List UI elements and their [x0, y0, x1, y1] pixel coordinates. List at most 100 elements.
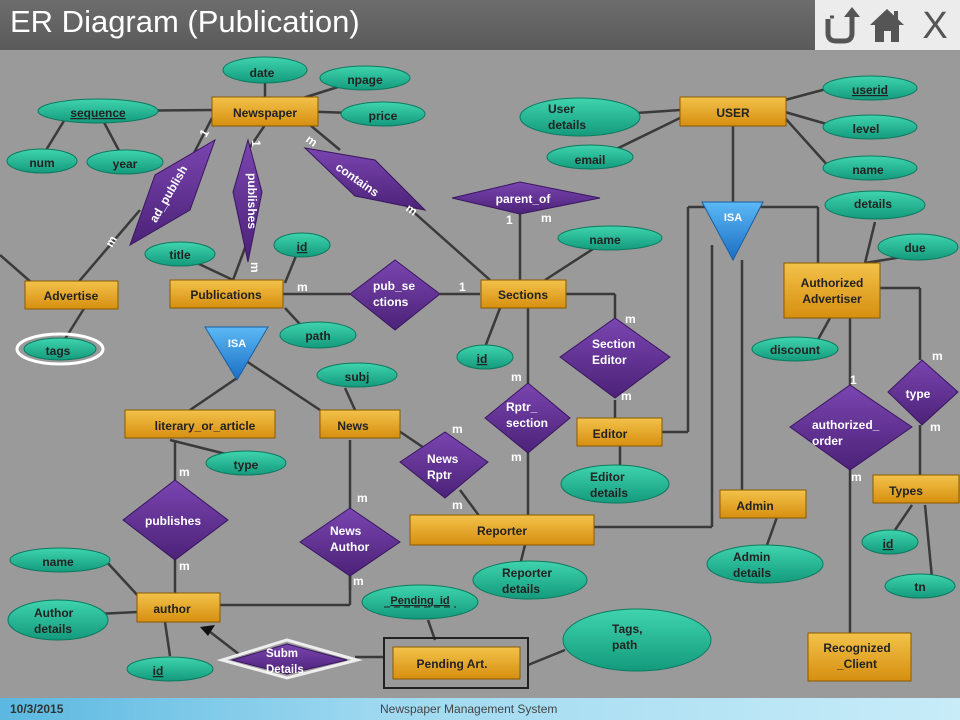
entity-newspaper[interactable]: Newspaper [211, 96, 319, 127]
attr-tags-path[interactable]: Tags,path [562, 608, 712, 672]
svg-text:ISA: ISA [228, 338, 246, 350]
attr-year[interactable]: year [86, 149, 164, 175]
attr-due[interactable]: due [877, 233, 959, 261]
svg-text:userid: userid [852, 83, 888, 97]
footer-caption: Newspaper Management System [380, 702, 558, 716]
entity-pending-art[interactable]: Pending Art. [392, 646, 521, 680]
rel-type[interactable]: type [887, 359, 959, 426]
entity-user[interactable]: USER [679, 96, 787, 127]
close-icon[interactable]: X [915, 5, 955, 47]
svg-text:id: id [477, 352, 488, 366]
attr-section-id-key[interactable]: id [456, 344, 514, 370]
svg-text:npage: npage [347, 73, 383, 87]
u-turn-back-icon[interactable] [820, 5, 860, 45]
svg-text:id: id [297, 240, 308, 254]
isa-user[interactable]: ISA [701, 201, 764, 262]
entity-author[interactable]: author [136, 592, 221, 623]
entity-publications[interactable]: Publications [169, 279, 284, 309]
attr-discount[interactable]: discount [751, 336, 839, 362]
entity-editor[interactable]: Editor [576, 417, 663, 447]
svg-text:1: 1 [249, 140, 263, 147]
svg-text:m: m [625, 312, 636, 326]
isa-publications[interactable]: ISA [204, 326, 269, 381]
svg-text:Pending Art.: Pending Art. [417, 657, 488, 671]
svg-text:USER: USER [716, 106, 750, 120]
attr-pending-id-key[interactable]: Pending_id [361, 584, 479, 620]
attr-tn[interactable]: tn [884, 573, 956, 599]
svg-text:m: m [511, 370, 522, 384]
svg-text:details: details [854, 197, 892, 211]
rel-publishes-lower[interactable]: publishes [122, 479, 229, 561]
svg-text:m: m [930, 420, 941, 434]
svg-text:m: m [541, 211, 552, 225]
svg-text:author: author [153, 602, 191, 616]
rel-parent-of[interactable]: parent_of [451, 181, 601, 215]
svg-text:m: m [621, 389, 632, 403]
entity-advertise[interactable]: Advertise [24, 280, 119, 310]
attr-date[interactable]: date [222, 56, 308, 84]
attr-type[interactable]: type [205, 450, 287, 476]
attr-title[interactable]: title [144, 241, 216, 267]
attr-num[interactable]: num [6, 148, 78, 174]
attr-npage[interactable]: npage [319, 65, 411, 91]
attr-path[interactable]: path [279, 321, 357, 349]
rel-contains[interactable]: contains [303, 147, 427, 211]
svg-text:id: id [883, 537, 894, 551]
attr-section-name[interactable]: name [557, 225, 663, 251]
attr-author-id-key[interactable]: id [126, 656, 214, 682]
svg-text:sequence: sequence [70, 106, 126, 120]
footer-bar: 10/3/2015 Newspaper Management System [0, 698, 960, 720]
attr-user-name[interactable]: name [822, 155, 918, 181]
svg-text:Editor: Editor [593, 427, 628, 441]
entity-sections[interactable]: Sections [480, 279, 567, 309]
home-icon[interactable] [867, 5, 907, 45]
pending-art-frame [383, 637, 529, 689]
attr-sequence-key[interactable]: sequence [37, 98, 159, 124]
svg-text:publishes: publishes [245, 173, 259, 229]
svg-text:type: type [234, 458, 259, 472]
attr-tags-multivalued[interactable]: tags [15, 332, 105, 366]
entity-reporter[interactable]: Reporter [409, 514, 595, 546]
svg-text:1: 1 [459, 280, 466, 294]
rel-rptr-section[interactable]: Rptr_section [484, 382, 571, 454]
entity-literary-or-article[interactable]: literary_or_article [124, 409, 276, 439]
attr-author-name[interactable]: name [9, 547, 111, 573]
attr-subj[interactable]: subj [316, 362, 398, 388]
entity-admin[interactable]: Admin [719, 489, 807, 519]
attr-price[interactable]: price [340, 101, 426, 127]
entity-news[interactable]: News [319, 409, 401, 439]
rel-authorized-order[interactable]: authorized_order [789, 384, 913, 471]
svg-text:1: 1 [506, 213, 513, 227]
attr-types-id-key[interactable]: id [861, 529, 919, 555]
attr-level[interactable]: level [822, 114, 918, 140]
svg-text:m: m [851, 470, 862, 484]
svg-text:Types: Types [889, 484, 923, 498]
nav-buttons: X [815, 0, 960, 50]
attr-userid-key[interactable]: userid [822, 75, 918, 101]
svg-text:1: 1 [850, 373, 857, 387]
attr-email[interactable]: email [546, 144, 634, 170]
svg-text:name: name [852, 163, 884, 177]
close-label[interactable]: X [922, 5, 947, 47]
entity-types[interactable]: Types [872, 474, 960, 504]
entity-recognized-client[interactable]: Recognized_Client [807, 632, 912, 682]
rel-publishes-vertical[interactable]: publishes [232, 138, 263, 263]
svg-text:Publications: Publications [190, 288, 262, 302]
attr-details[interactable]: details [824, 190, 926, 220]
attr-pub-id-key[interactable]: id [273, 232, 331, 258]
tags-path-label: Tags,path [612, 622, 642, 652]
